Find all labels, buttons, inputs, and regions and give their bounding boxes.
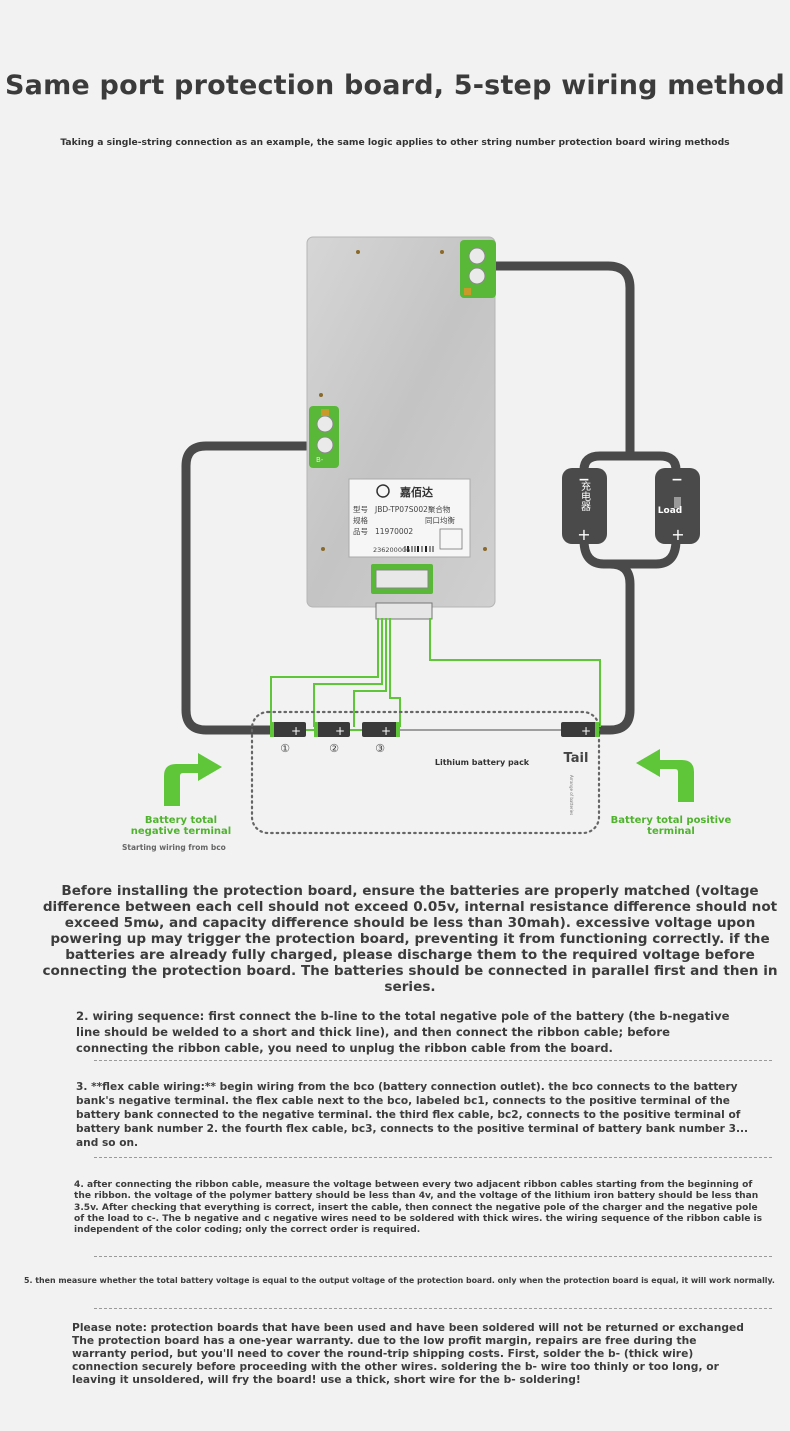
charger-block (562, 468, 607, 544)
cell-1-plus: + (291, 724, 301, 738)
positive-terminal-label: Battery total positive terminal (610, 815, 732, 837)
step-2-text: 2. wiring sequence: first connect the b-… (76, 1009, 730, 1055)
load-minus: − (671, 472, 683, 488)
battery-cell-2 (314, 722, 350, 737)
page-title: Same port protection board, 5-step wirin… (5, 70, 785, 101)
page-subtitle: Taking a single-string connection as an … (60, 137, 730, 148)
tail-cell-plus: + (581, 724, 591, 738)
positive-return-wire (579, 535, 635, 735)
tail-note: Arrange of batteries (569, 775, 574, 815)
right-arrow-icon (636, 749, 694, 802)
barcode (404, 546, 434, 552)
start-wiring-label: Starting wiring from bco (122, 843, 226, 852)
board-model-value: JBD-TP07S002聚合物 (374, 504, 451, 514)
left-arrow-icon (164, 753, 222, 806)
cell-number-3: ③ (375, 742, 385, 755)
cell-3-plus: + (381, 724, 391, 738)
charger-minus: − (578, 472, 590, 488)
intro-paragraph: Before installing the protection board, … (42, 883, 778, 995)
protection-board (306, 236, 496, 620)
battery-cell-tail (561, 722, 599, 737)
step-4-text: 4. after connecting the ribbon cable, me… (74, 1180, 763, 1236)
warranty-note: Please note: protection boards that have… (72, 1321, 744, 1386)
battery-pack-label: Lithium battery pack (435, 758, 530, 767)
separator (94, 1308, 772, 1309)
board-part-value: 11970002 (375, 527, 413, 536)
b-minus-marker: B- (316, 456, 324, 464)
charger-label: 充电器 (579, 480, 591, 512)
charger-plus: + (577, 525, 590, 544)
separator (94, 1157, 772, 1158)
separator (94, 1060, 772, 1061)
b-minus-wire (181, 441, 311, 735)
cell-number-1: ① (280, 742, 290, 755)
load-plus: + (671, 525, 684, 544)
c-minus-wire (487, 261, 635, 475)
cell-2-plus: + (335, 724, 345, 738)
board-spec-label: 规格 (353, 515, 368, 525)
load-positive-wire (605, 535, 681, 569)
board-brand: 嘉佰达 (399, 485, 433, 499)
board-model-label: 型号 (353, 505, 368, 514)
ribbon-cable (270, 618, 601, 727)
board-spec-value: 同口均衡 (425, 515, 455, 525)
negative-terminal-label: Battery total negative terminal (130, 815, 232, 837)
wiring-diagram: 嘉佰达 型号 JBD-TP07S002聚合物 规格 同口均衡 品号 119700… (164, 236, 700, 835)
load-label: Load (658, 506, 682, 516)
step-3-text: 3. **flex cable wiring:** begin wiring f… (76, 1081, 749, 1149)
cell-number-2: ② (329, 742, 339, 755)
battery-cell-3 (362, 722, 400, 737)
separator (94, 1256, 772, 1257)
load-negative-wire (625, 451, 681, 475)
board-part-label: 品号 (353, 527, 368, 536)
board-serial: 236200006 (373, 546, 410, 554)
tail-label: Tail (564, 751, 589, 766)
step-5-text: 5. then measure whether the total batter… (24, 1276, 775, 1285)
load-icon (674, 497, 681, 508)
battery-cell-1 (270, 722, 306, 737)
battery-pack-outline (250, 710, 601, 835)
